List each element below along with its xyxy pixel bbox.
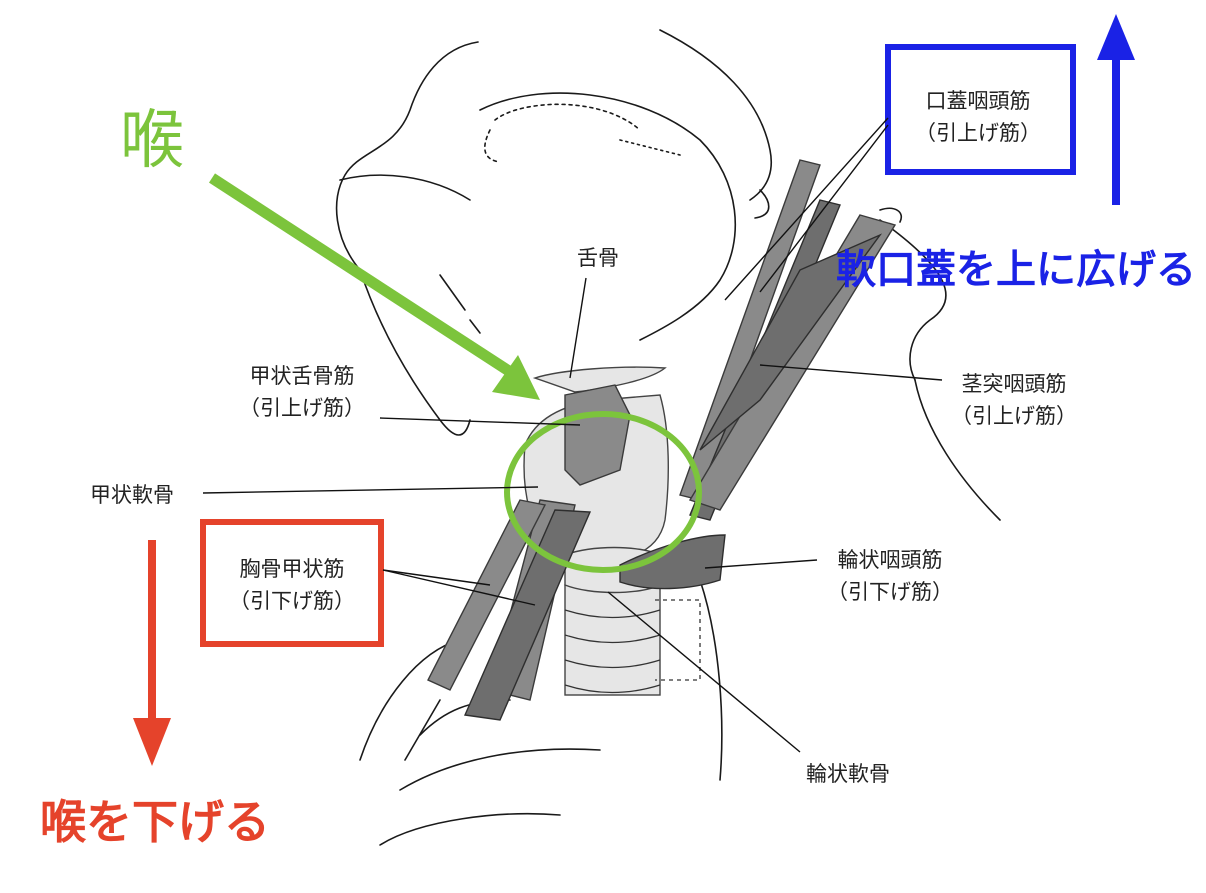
sternothyroid-label: 胸骨甲状筋 [240,557,345,581]
palatopharyngeus-sub-label: （引上げ筋） [915,121,1041,145]
lower-larynx-annotation-group: 胸骨甲状筋 （引下げ筋） 喉を下げる [40,522,381,849]
palatopharyngeus-label: 口蓋咽頭筋 [926,89,1031,113]
nasopharynx [880,208,901,222]
pharynx-back-lower [915,380,1000,520]
nasal-outline [660,30,771,200]
soft-palate-annotation-group: 口蓋咽頭筋 （引上げ筋） 軟口蓋を上に広げる [836,14,1196,293]
larynx-annotation: 喉 [120,104,184,178]
palate-dotted-2 [485,130,500,162]
soft-palate-dots [620,140,680,155]
hyoid-leader [570,278,586,378]
thyroid-cartilage-label: 甲状軟骨 [90,483,174,507]
mandible-line [340,175,470,200]
soft-palate-annotation: 軟口蓋を上に広げる [836,247,1196,293]
thyrohyoid-muscle [565,385,630,485]
skull-outline [337,42,478,270]
thyrohyoid-sub-label: （引上げ筋） [239,396,365,420]
sternothyroid-sub-label: （引下げ筋） [229,589,355,613]
lower-larynx-annotation: 喉を下げる [40,795,270,849]
trachea [565,585,700,695]
cricopharyngeus-label: 輪状咽頭筋 [838,548,943,572]
clavicle [400,749,600,790]
trachea-back [700,580,722,780]
trachea-body [565,585,660,695]
larynx-arrow-shaft [212,178,515,375]
sternothyroid-box [203,522,381,644]
thyrohyoid-label: 甲状舌骨筋 [250,364,355,388]
red-arrow-head [133,718,171,766]
sternothyroid-leader-2 [383,570,535,605]
tongue-outline [480,93,735,340]
clavicle-lower [380,814,560,845]
blue-arrow-head [1097,14,1135,60]
thyroid-cartilage-leader [203,487,538,493]
cricopharyngeus-sub-label: （引下げ筋） [827,580,953,604]
esophagus [655,600,700,680]
cricoid-cartilage-label: 輪状軟骨 [806,762,890,786]
stylopharyngeus-sub-label: （引上げ筋） [951,404,1077,428]
palate-dotted [495,104,640,130]
pharynx-back-upper [880,220,946,380]
stylopharyngeus-label: 茎突咽頭筋 [962,372,1067,396]
hyoid-label: 舌骨 [577,246,619,270]
sternum-edge [405,700,440,760]
